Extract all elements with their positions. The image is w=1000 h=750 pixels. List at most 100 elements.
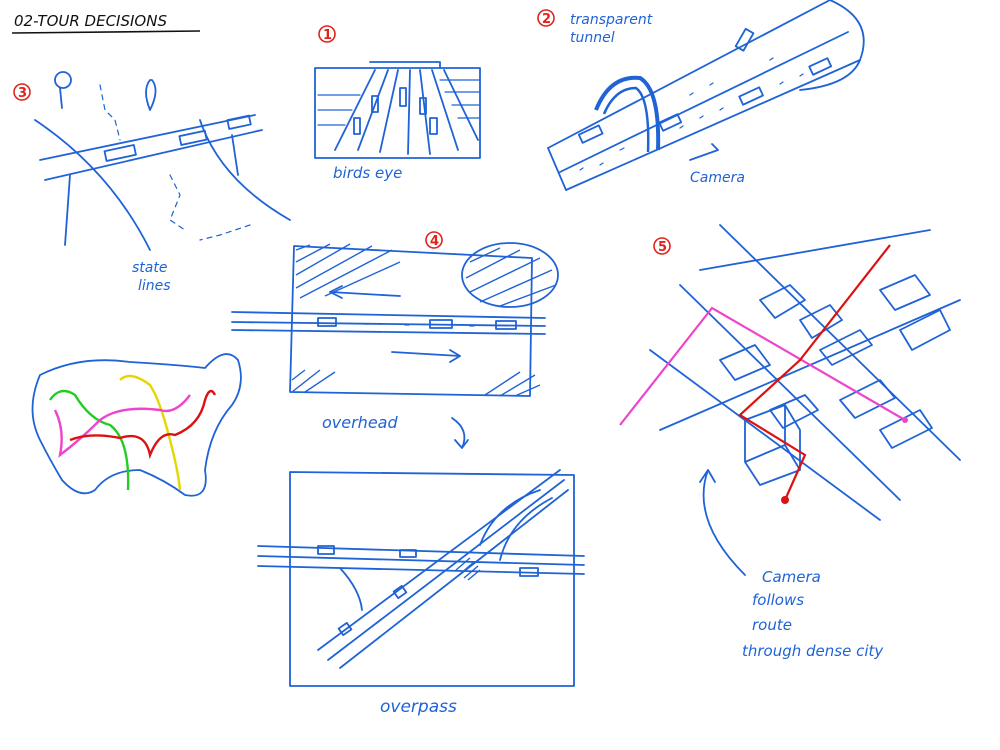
- sketch-2-tunnel-walls: [547, 0, 861, 191]
- sketch-2-road-dots: [579, 57, 804, 171]
- sketch-1-birds-eye: 1 birds eye: [314, 25, 481, 182]
- sketch-5-highlighted-building: [744, 404, 801, 486]
- sketch-3-pin-outline-icon: [54, 71, 72, 89]
- sketch-2-tunnel-ends: [547, 0, 865, 191]
- sketch-5-camera-arrow: [699, 469, 746, 576]
- sketch-2-number: 2: [542, 12, 551, 27]
- sketch-4-hatch-top-right: [465, 247, 557, 307]
- sketch-5-city-route: 5 Camera follows route through dense cit…: [619, 224, 961, 660]
- sketch-2-transparent-tunnel: 2 transparent tunnel Camera: [537, 0, 865, 191]
- sketch-3-car: [226, 114, 252, 130]
- sketch-2-camera-arrow: [689, 143, 719, 161]
- us-map-outline: [31, 353, 242, 497]
- sketch-5-route-magenta: [619, 306, 906, 426]
- sketch-4-road: [231, 311, 546, 335]
- overpass-shadow-hatch: [455, 557, 481, 581]
- overpass-ramp: [479, 489, 553, 561]
- us-map-routes: [31, 353, 242, 497]
- sketch-4-arrow-right: [391, 349, 461, 363]
- sketch-3-number-circle: [13, 83, 31, 101]
- sketch-4-hatch-bottom-left: [291, 369, 336, 393]
- sketch-4-car: [317, 317, 337, 327]
- title-underline: [11, 30, 201, 34]
- sketch-5-label-line-1: Camera: [762, 568, 821, 586]
- sketch-2-car: [738, 86, 764, 106]
- sketch-4-hatch-top-left: [295, 243, 401, 299]
- sketch-3-bridge-piers: [64, 134, 239, 246]
- sketch-4-number: 4: [430, 234, 439, 249]
- sketch-1-car: [399, 87, 407, 107]
- sketch-2-tunnel-arch-inner: [602, 86, 650, 153]
- overpass-curve: [339, 567, 363, 611]
- sketch-5-route-red: [738, 244, 891, 501]
- page-title-group: 02-TOUR DECISIONS: [11, 12, 201, 34]
- sketch-1-number: 1: [323, 28, 332, 43]
- overpass-car: [317, 545, 335, 555]
- sketch-2-car: [734, 27, 755, 52]
- overpass-label: overpass: [380, 697, 457, 717]
- sketch-3-number: 3: [18, 86, 27, 101]
- sketch-5-buildings: [719, 274, 951, 449]
- sketch-1-car: [419, 97, 427, 115]
- sketch-1-road-lanes: [334, 69, 479, 155]
- sketch-1-number-circle: [318, 25, 336, 43]
- sketch-overpass: overpass: [257, 469, 585, 717]
- overpass-car: [337, 621, 353, 637]
- sketch-4-arrow-left: [329, 285, 401, 299]
- sketch-2-car: [808, 57, 833, 76]
- sketch-3-car: [103, 144, 137, 162]
- sketch-2-lane-divider: [559, 31, 849, 173]
- sketch-4-car: [429, 319, 453, 329]
- route-yellow: [119, 374, 182, 491]
- sketch-2-label-line-1: transparent: [570, 12, 653, 28]
- route-magenta: [53, 394, 191, 458]
- sketch-5-route-end-dot: [902, 417, 908, 423]
- sketch-4-overhead: 4 overhead: [231, 231, 559, 449]
- sketch-5-street-grid: [649, 224, 961, 521]
- sketch-1-frame: [314, 67, 481, 159]
- sketch-2-car: [658, 113, 683, 132]
- sketch-3-location-pin-icon: [145, 79, 157, 111]
- overpass-car: [399, 549, 417, 558]
- overpass-frame: [289, 471, 575, 687]
- sketch-3-state-boundary-dashed: [99, 84, 251, 241]
- sketch-1-car: [371, 95, 379, 113]
- sketch-4-down-arrow: [451, 417, 469, 449]
- sketch-5-label-line-4: through dense city: [742, 642, 884, 660]
- sketch-1-label: birds eye: [333, 164, 402, 182]
- sketch-3-pin-stem: [59, 87, 63, 109]
- sketch-1-car: [353, 117, 361, 135]
- overpass-car: [392, 584, 408, 600]
- page-title: 02-TOUR DECISIONS: [14, 12, 167, 30]
- sketch-5-number-circle: [653, 237, 671, 255]
- sketch-4-road-dots: [364, 323, 475, 327]
- sketch-4-label: overhead: [322, 413, 398, 432]
- sketch-5-number: 5: [658, 240, 667, 255]
- sketch-3-label-line-1: state: [132, 260, 167, 276]
- overpass-diagonal-road: [317, 469, 569, 669]
- sketch-4-number-circle: [425, 231, 443, 249]
- sketch-3-label-line-2: lines: [138, 278, 171, 294]
- sketch-4-frame: [289, 245, 533, 397]
- sketch-5-label-line-3: route: [752, 616, 792, 634]
- sketch-3-terrain: [34, 119, 291, 251]
- sketch-2-label-line-2: tunnel: [570, 30, 615, 46]
- overpass-horizontal-road: [257, 545, 585, 575]
- sketch-4-hatch-bottom-right: [484, 371, 541, 397]
- route-green: [49, 389, 130, 491]
- sketch-1-shading: [317, 79, 481, 126]
- sketch-1-car: [429, 117, 438, 135]
- sketch-2-number-circle: [537, 9, 555, 27]
- sketch-1-top-bridge: [369, 61, 441, 69]
- sketch-5-camera-dot: [781, 496, 789, 504]
- sketch-4-car: [495, 320, 517, 330]
- route-red: [69, 389, 217, 460]
- sketch-3-car: [178, 129, 208, 146]
- sketch-3-state-lines: 3 state lines: [13, 71, 291, 294]
- overpass-car: [519, 567, 539, 577]
- sketch-5-label-line-2: follows: [752, 591, 804, 609]
- sketch-2-camera-label: Camera: [690, 170, 745, 186]
- sketch-4-hatch-top-right-outline: [461, 242, 559, 308]
- sketch-2-car: [577, 124, 604, 144]
